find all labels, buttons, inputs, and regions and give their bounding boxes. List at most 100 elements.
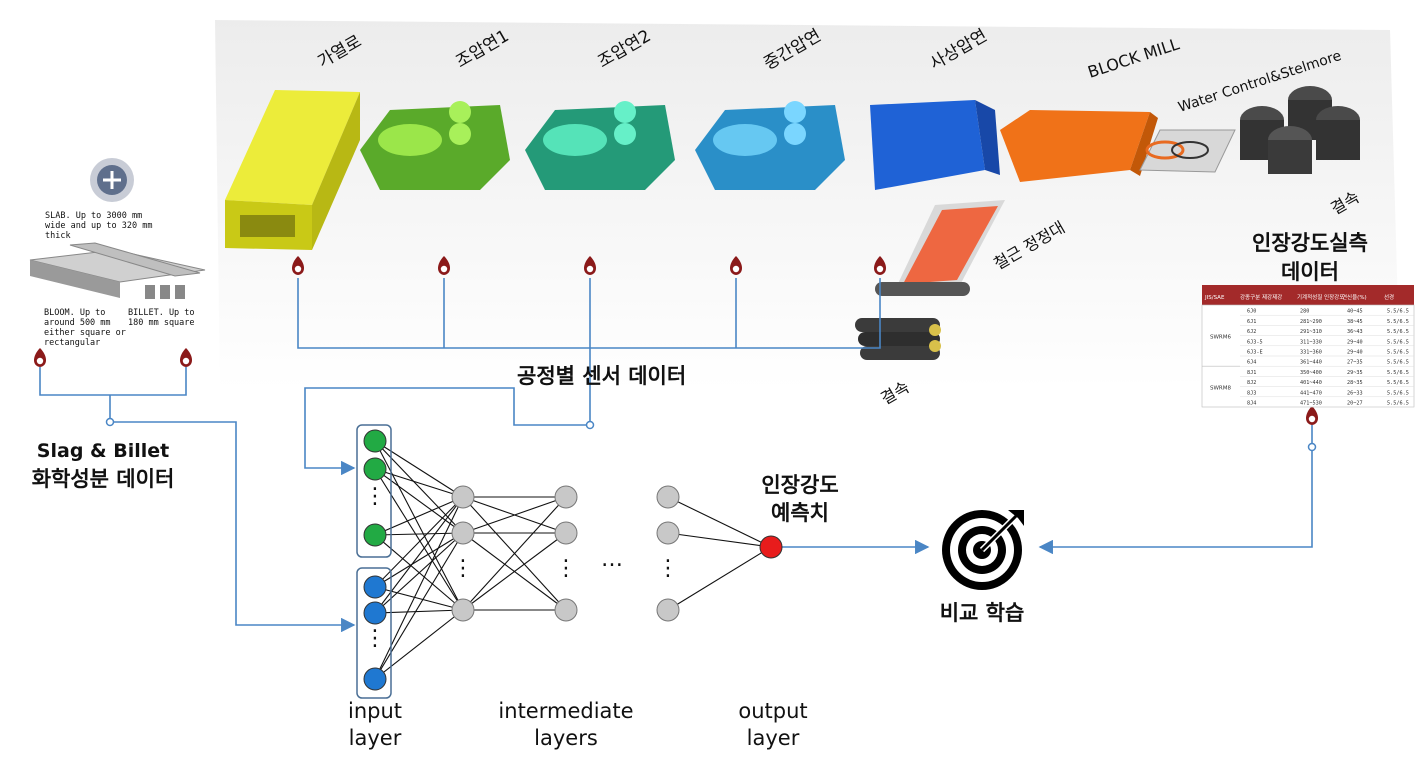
input-layer-label-1: input	[348, 699, 402, 723]
stelmore-conveyor	[1139, 129, 1236, 173]
table-cell: 331~360	[1300, 350, 1322, 356]
table-cell: 36~43	[1347, 329, 1363, 335]
block-mill	[1000, 110, 1158, 182]
table-cell: 441~470	[1300, 390, 1322, 396]
vertical-ellipsis: ⋮	[555, 556, 577, 581]
table-cell: 311~330	[1300, 339, 1322, 345]
table-cell: 6J4	[1247, 360, 1256, 366]
slab-desc-line2: wide and up to 320 mm	[45, 221, 152, 231]
table-cell: 5.5/6.5	[1387, 360, 1409, 366]
sensor-pins	[34, 256, 1318, 425]
table-cell: 5.5/6.5	[1387, 380, 1409, 386]
sensor-pin-icon	[874, 256, 886, 275]
measured-data-arrow	[1038, 425, 1313, 555]
table-cell: 6J3-5	[1247, 339, 1263, 345]
table-cell: 38~45	[1347, 319, 1363, 325]
output-layer-label-1: output	[738, 699, 807, 723]
table-header-cell: JIS/SAE	[1204, 295, 1225, 301]
table-cell: 401~440	[1300, 380, 1322, 386]
billet-desc-line2: 180 mm square	[128, 318, 195, 328]
input-group-green	[356, 424, 392, 558]
table-header-cell: 선경	[1384, 293, 1394, 301]
table-cell: 5.5/6.5	[1387, 319, 1409, 325]
sensor-pin-icon	[438, 256, 450, 275]
chem-data-label-line2: 화학성분 데이터	[32, 467, 175, 491]
sensor-data-label: 공정별 센서 데이터	[517, 364, 686, 388]
intermediate-layers-label-2: layers	[534, 726, 598, 750]
intermediate-layers-label-1: intermediate	[498, 699, 633, 723]
cooling-bed	[875, 200, 1005, 296]
table-cell: 26~33	[1347, 390, 1363, 396]
prediction-label-line1: 인장강도	[761, 473, 838, 497]
table-cell: 5.5/6.5	[1387, 390, 1409, 396]
billet-desc-line1: BILLET. Up to	[128, 308, 195, 318]
slab-desc-line1: SLAB. Up to 3000 mm	[45, 211, 142, 221]
input-node	[363, 575, 387, 599]
table-cell: 8J4	[1247, 401, 1256, 407]
sensor-pin-icon	[730, 256, 742, 275]
table-cell: 5.5/6.5	[1387, 401, 1409, 407]
sensor-wiring	[39, 278, 1313, 633]
furnace-block	[225, 90, 360, 250]
input-node	[363, 523, 387, 547]
input-node	[363, 429, 387, 453]
table-cell: 5.5/6.5	[1387, 339, 1409, 345]
tensile-measured-label-line1: 인장강도실측	[1252, 231, 1368, 255]
table-cell: 280	[1300, 309, 1309, 315]
table-cell: 6J0	[1247, 309, 1256, 315]
table-cell: 29~35	[1347, 370, 1363, 376]
hidden-node	[451, 485, 475, 509]
table-cell: 8J1	[1247, 370, 1256, 376]
bloom-desc-line3: either square or	[44, 328, 126, 338]
table-cell: 5.5/6.5	[1387, 329, 1409, 335]
sensor-data-arrow	[304, 387, 590, 476]
vertical-ellipsis: ⋮	[364, 484, 386, 509]
hidden-node	[656, 521, 680, 545]
intermediate-mill	[695, 101, 845, 190]
hidden-node	[656, 598, 680, 622]
target-icon	[942, 510, 1024, 590]
table-cell: 29~40	[1347, 339, 1363, 345]
table-group-label: SWRM6	[1210, 335, 1231, 341]
sensor-pin-icon	[180, 348, 192, 367]
table-cell: 20~27	[1347, 401, 1363, 407]
input-node	[363, 667, 387, 691]
hidden-node	[656, 485, 680, 509]
coil-bundles-right	[1240, 86, 1360, 174]
sensor-pin-icon	[1306, 406, 1318, 425]
output-node	[759, 535, 783, 559]
table-cell: 281~290	[1300, 319, 1322, 325]
table-cell: 350~400	[1300, 370, 1322, 376]
input-group-blue	[356, 567, 392, 699]
table-group-label: SWRM8	[1210, 386, 1231, 392]
nn-connections	[374, 440, 772, 680]
sensor-pin-icon	[584, 256, 596, 275]
finishing-mill	[870, 100, 1000, 190]
table-cell: 291~310	[1300, 329, 1322, 335]
rough-mill-2	[525, 101, 675, 190]
sensor-pin-icon	[34, 348, 46, 367]
table-cell: 8J2	[1247, 380, 1256, 386]
input-layer-label-2: layer	[349, 726, 402, 750]
table-cell: 6J3-E	[1247, 350, 1263, 356]
sensor-pin-icon	[292, 256, 304, 275]
compare-learning-label: 비교 학습	[940, 601, 1025, 625]
table-header-cell: 연신율(%)	[1342, 293, 1367, 301]
neural-network: ⋮⋮⋮⋮⋮…	[356, 424, 783, 699]
hidden-node	[554, 485, 578, 509]
table-header-cell: 강종구분 제강제강	[1240, 293, 1282, 301]
tensile-measured-label-line2: 데이터	[1281, 260, 1339, 284]
table-cell: 5.5/6.5	[1387, 370, 1409, 376]
table-cell: 361~440	[1300, 360, 1322, 366]
output-layer-label-2: layer	[747, 726, 800, 750]
table-header-cell: 기계적성질 인장강도	[1297, 293, 1344, 301]
vertical-ellipsis: ⋮	[452, 556, 474, 581]
rough-mill-1	[360, 101, 510, 190]
prediction-label-line2: 예측치	[771, 501, 829, 525]
input-node	[363, 457, 387, 481]
table-cell: 5.5/6.5	[1387, 350, 1409, 356]
bar-bundle-bottom	[855, 318, 941, 360]
table-cell: 8J3	[1247, 390, 1256, 396]
